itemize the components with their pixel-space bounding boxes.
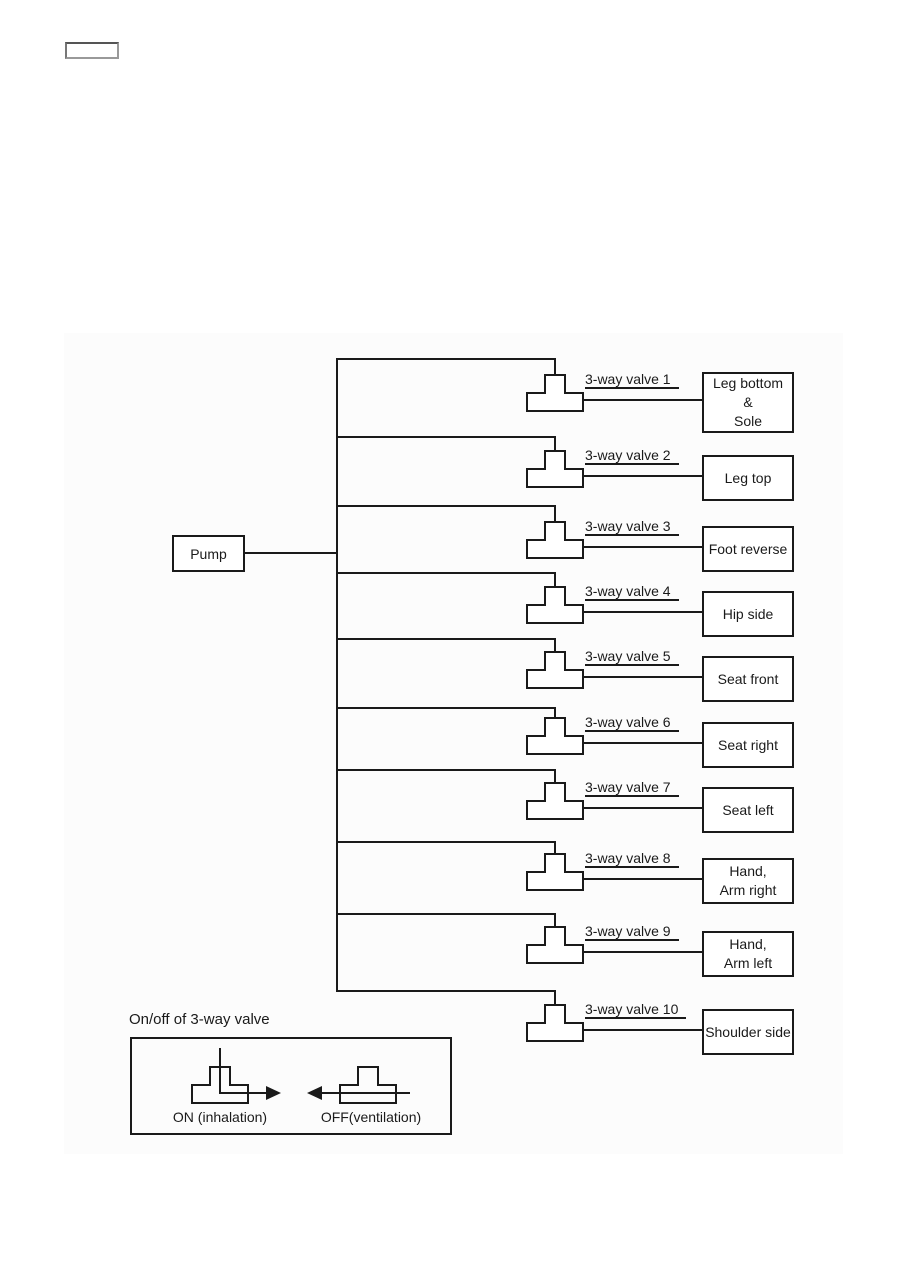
target-label: Hip side bbox=[722, 605, 774, 622]
drop-line bbox=[554, 841, 556, 855]
target-label: Foot reverse bbox=[708, 540, 788, 557]
branch-line bbox=[336, 436, 556, 438]
three-way-valve-icon bbox=[526, 521, 584, 559]
drop-line bbox=[554, 505, 556, 523]
target-box: Seat left bbox=[702, 787, 794, 833]
three-way-valve-icon bbox=[526, 926, 584, 964]
drop-line bbox=[554, 707, 556, 719]
on-flow-outlet-line bbox=[219, 1092, 267, 1094]
drop-line bbox=[554, 769, 556, 784]
valve-label: 3-way valve 4 bbox=[585, 583, 679, 601]
valve-label: 3-way valve 1 bbox=[585, 371, 679, 389]
drop-line bbox=[554, 913, 556, 928]
three-way-valve-icon bbox=[526, 450, 584, 488]
valve-label: 3-way valve 6 bbox=[585, 714, 679, 732]
on-flow-inlet-line bbox=[219, 1048, 221, 1094]
branch-line bbox=[336, 505, 556, 507]
target-box: Shoulder side bbox=[702, 1009, 794, 1055]
output-line bbox=[583, 1029, 702, 1031]
branch-line bbox=[336, 769, 556, 771]
three-way-valve-icon bbox=[526, 853, 584, 891]
target-box: Seat right bbox=[702, 722, 794, 768]
branch-line bbox=[336, 990, 556, 992]
three-way-valve-off-icon bbox=[339, 1066, 397, 1104]
target-box: Hand, Arm right bbox=[702, 858, 794, 904]
target-label: Leg top bbox=[724, 469, 772, 486]
empty-field-box bbox=[65, 42, 119, 59]
three-way-valve-icon bbox=[526, 586, 584, 624]
legend-on-label: ON (inhalation) bbox=[172, 1109, 268, 1125]
branch-line bbox=[336, 707, 556, 709]
branch-line bbox=[336, 572, 556, 574]
pump-box: Pump bbox=[172, 535, 245, 572]
output-line bbox=[583, 676, 702, 678]
pump-connector-line bbox=[244, 552, 337, 554]
valve-label: 3-way valve 8 bbox=[585, 850, 679, 868]
manifold-trunk-line bbox=[336, 358, 338, 992]
legend-box bbox=[130, 1037, 452, 1135]
off-flow-line bbox=[321, 1092, 410, 1094]
drop-line bbox=[554, 990, 556, 1006]
three-way-valve-icon bbox=[526, 782, 584, 820]
target-label: Hand, Arm left bbox=[723, 936, 773, 971]
three-way-valve-icon bbox=[526, 1004, 584, 1042]
target-box: Leg bottom & Sole bbox=[702, 371, 794, 433]
drop-line bbox=[554, 572, 556, 588]
legend-title: On/off of 3-way valve bbox=[129, 1011, 270, 1028]
output-line bbox=[583, 878, 702, 880]
target-box: Leg top bbox=[702, 455, 794, 501]
drop-line bbox=[554, 638, 556, 653]
target-box: Seat front bbox=[702, 656, 794, 702]
valve-label: 3-way valve 7 bbox=[585, 779, 679, 797]
branch-line bbox=[336, 358, 556, 360]
output-line bbox=[583, 399, 702, 401]
target-box: Hand, Arm left bbox=[702, 931, 794, 977]
valve-label: 3-way valve 9 bbox=[585, 923, 679, 941]
valve-label: 3-way valve 5 bbox=[585, 648, 679, 666]
three-way-valve-on-icon bbox=[191, 1066, 249, 1104]
arrow-right-icon bbox=[266, 1086, 281, 1100]
target-label: Seat left bbox=[722, 801, 774, 818]
target-label: Leg bottom & Sole bbox=[712, 374, 784, 429]
target-label: Shoulder side bbox=[705, 1023, 791, 1040]
output-line bbox=[583, 611, 702, 613]
target-box: Hip side bbox=[702, 591, 794, 637]
target-label: Hand, Arm right bbox=[719, 863, 777, 898]
drop-line bbox=[554, 436, 556, 452]
legend-off-label: OFF(ventilation) bbox=[320, 1109, 422, 1125]
drop-line bbox=[554, 358, 556, 376]
three-way-valve-icon bbox=[526, 717, 584, 755]
three-way-valve-icon bbox=[526, 374, 584, 412]
output-line bbox=[583, 546, 702, 548]
output-line bbox=[583, 807, 702, 809]
branch-line bbox=[336, 638, 556, 640]
arrow-left-icon bbox=[307, 1086, 322, 1100]
output-line bbox=[583, 742, 702, 744]
branch-line bbox=[336, 841, 556, 843]
valve-label: 3-way valve 2 bbox=[585, 447, 679, 465]
branch-line bbox=[336, 913, 556, 915]
valve-label: 3-way valve 3 bbox=[585, 518, 679, 536]
three-way-valve-icon bbox=[526, 651, 584, 689]
target-label: Seat right bbox=[718, 736, 778, 753]
target-box: Foot reverse bbox=[702, 526, 794, 572]
output-line bbox=[583, 951, 702, 953]
target-label: Seat front bbox=[717, 670, 779, 687]
valve-label: 3-way valve 10 bbox=[585, 1001, 687, 1019]
pump-label: Pump bbox=[190, 545, 227, 562]
output-line bbox=[583, 475, 702, 477]
